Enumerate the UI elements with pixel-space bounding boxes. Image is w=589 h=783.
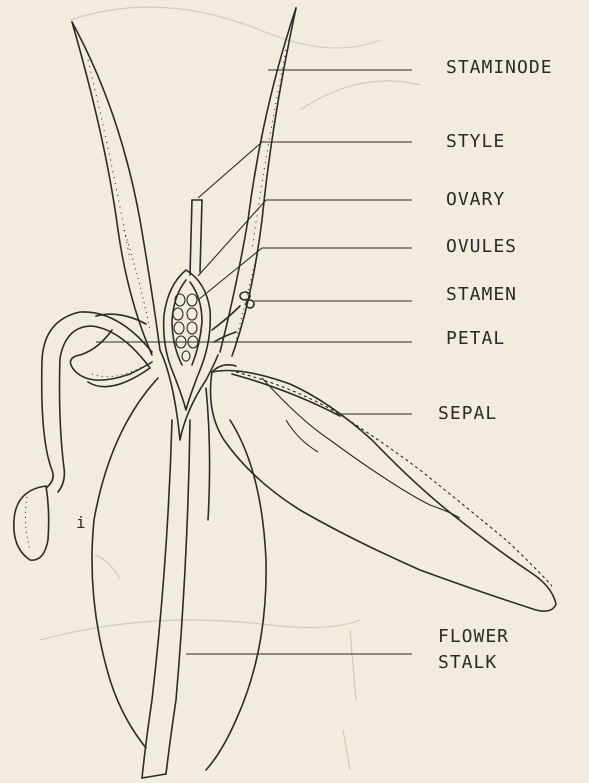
- label-stamen: STAMEN: [446, 284, 517, 306]
- label-staminode: STAMINODE: [446, 57, 553, 79]
- label-flower-stalk-line2: STALK: [438, 652, 497, 674]
- background-sketch: [40, 7, 420, 770]
- label-ovules: OVULES: [446, 236, 517, 258]
- label-flower-stalk-line1: FLOWER: [438, 626, 509, 648]
- style: [190, 200, 202, 275]
- sepal: [211, 365, 557, 611]
- label-ovary: OVARY: [446, 189, 505, 211]
- leader-ovules: [198, 248, 412, 300]
- ovary: [160, 270, 218, 440]
- label-style: STYLE: [446, 131, 505, 153]
- staminode-right: [220, 8, 296, 356]
- flower-stalk: [142, 420, 190, 778]
- label-petal: PETAL: [446, 328, 505, 350]
- mark-i: i: [76, 512, 87, 534]
- leader-ovary: [198, 200, 412, 276]
- staminode-left: [72, 22, 160, 355]
- leader-style: [198, 142, 412, 198]
- leader-lines: [96, 70, 412, 654]
- label-sepal: SEPAL: [438, 403, 497, 425]
